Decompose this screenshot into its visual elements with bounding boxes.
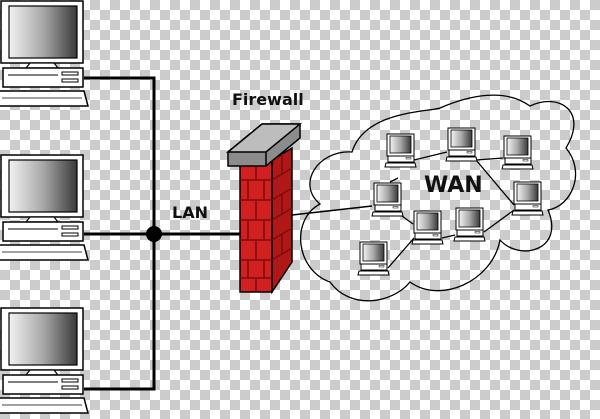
wan-computer [445, 127, 478, 162]
wan-computer [357, 241, 390, 276]
firewall-label: Firewall [232, 90, 304, 109]
lan-label: LAN [172, 203, 208, 222]
wan-computer [511, 181, 544, 216]
wan-computer [453, 207, 486, 242]
lan-wiring [84, 76, 244, 391]
firewall-wan-link [291, 205, 373, 216]
wan-links [387, 151, 515, 269]
firewall-icon [225, 123, 303, 295]
wan-computer [411, 210, 444, 245]
lan-computer [0, 307, 89, 414]
lan-hub-node [146, 226, 162, 242]
wan-label: WAN [424, 173, 483, 198]
lan-computer [0, 154, 89, 261]
wan-cloud [300, 94, 577, 302]
wan-computer [371, 182, 404, 217]
wan-computer [384, 133, 417, 168]
wan-computer [501, 135, 534, 170]
lan-computer [0, 0, 89, 107]
